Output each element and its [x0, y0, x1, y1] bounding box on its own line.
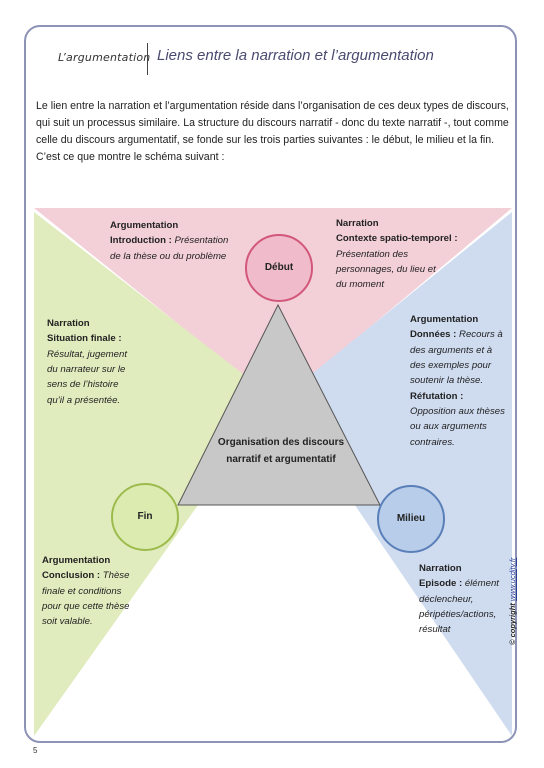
left-bottom-line2: finale et conditions	[42, 585, 122, 597]
debut-circle	[245, 234, 313, 302]
left-bottom-line3: pour que cette thèse	[42, 601, 130, 613]
right-top-line4: soutenir la thèse.	[410, 375, 484, 387]
top-left-line2: de la thèse ou du problème	[110, 250, 227, 262]
right-bottom-line3: péripéties/actions,	[419, 609, 497, 621]
right-bottom-title: Narration	[419, 563, 462, 574]
milieu-label: Milieu	[396, 513, 426, 524]
top-right-block: Narration Contexte spatio-temporel : Pré…	[336, 216, 486, 293]
left-top-line2: du narrateur sur le	[47, 364, 126, 376]
intro-paragraph: Le lien entre la narration et l’argument…	[36, 100, 509, 164]
left-top-title: Narration	[47, 318, 90, 329]
right-bottom-line1: élément	[464, 578, 499, 590]
left-region	[34, 212, 274, 736]
right-top-key2: Réfutation :	[410, 390, 464, 402]
top-left-key: Introduction :	[110, 235, 175, 247]
right-bottom-key: Episode :	[419, 578, 465, 590]
top-right-line2: personnages, du lieu et	[336, 264, 436, 276]
left-bottom-title: Argumentation	[42, 555, 111, 566]
top-right-line1: Présentation des	[336, 248, 408, 260]
center-triangle	[177, 303, 381, 506]
left-bottom-line1: Thèse	[102, 570, 130, 582]
right-top-line2: des arguments et à	[410, 344, 493, 356]
right-top-line3: des exemples pour	[410, 360, 492, 372]
center-label: Organisation des discours narratif et ar…	[217, 437, 345, 465]
right-top-key1: Données :	[410, 329, 460, 341]
fin-label: Fin	[137, 511, 153, 522]
top-right-title: Narration	[336, 218, 379, 229]
right-top-line6: ou aux arguments	[410, 421, 487, 433]
right-top-line1: Recours à	[459, 329, 503, 341]
top-region	[34, 208, 512, 404]
right-top-title: Argumentation	[410, 314, 479, 325]
right-top-line5: Opposition aux thèses	[410, 406, 505, 418]
copyright-notice: © copyright www.ucdity.fr	[508, 558, 517, 646]
top-right-key: Contexte spatio-temporel :	[336, 233, 458, 245]
top-right-line3: du moment	[336, 279, 384, 291]
copyright-label: © copyright	[508, 603, 517, 645]
left-bottom-key: Conclusion :	[42, 570, 103, 582]
fin-circle	[111, 483, 179, 551]
left-top-line3: sens de l’histoire	[47, 379, 119, 391]
right-bottom-block: Narration Episode : élément déclencheur,…	[419, 561, 519, 638]
left-top-line1: Résultat, jugement	[47, 348, 127, 360]
right-region	[282, 212, 512, 736]
right-bottom-line2: déclencheur,	[419, 593, 474, 605]
section-label: L’argumentation	[58, 51, 151, 64]
header-separator	[147, 43, 148, 75]
left-top-block: Narration Situation finale : Résultat, j…	[47, 316, 167, 408]
right-top-block: Argumentation Données : Recours à des ar…	[410, 312, 510, 450]
page-title: Liens entre la narration et l’argumentat…	[157, 47, 434, 64]
debut-label: Début	[264, 262, 294, 273]
page-number: 5	[33, 746, 38, 755]
top-left-title: Argumentation	[110, 220, 179, 231]
left-bottom-block: Argumentation Conclusion : Thèse finale …	[42, 553, 162, 630]
left-bottom-line4: soit valable.	[42, 616, 93, 628]
milieu-circle	[377, 485, 445, 553]
top-left-line1: Présentation	[174, 235, 229, 247]
copyright-link[interactable]: www.ucdity.fr	[508, 557, 517, 602]
left-top-key: Situation finale :	[47, 333, 122, 345]
left-top-line4: qu’il a présentée.	[47, 394, 121, 406]
right-bottom-line4: résultat	[419, 624, 451, 636]
right-top-line7: contraires.	[410, 436, 455, 448]
top-left-block: Argumentation Introduction : Présentatio…	[110, 218, 260, 264]
